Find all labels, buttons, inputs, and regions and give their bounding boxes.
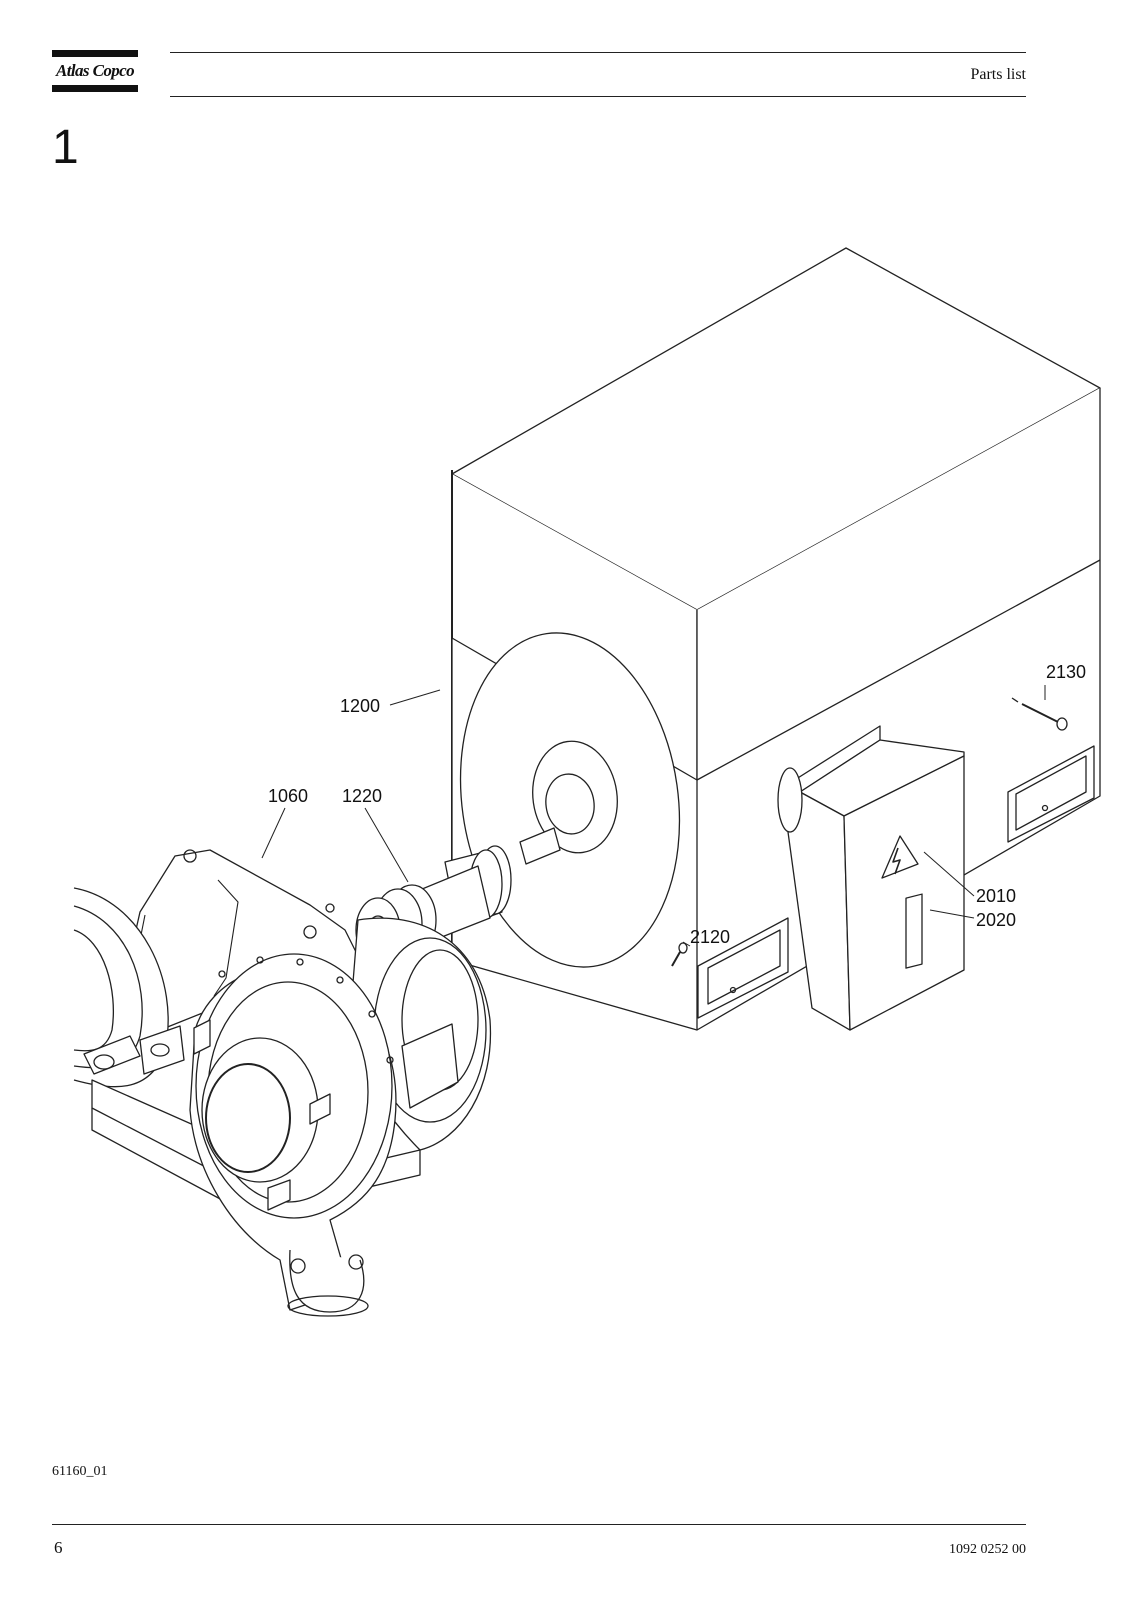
callout-2010: 2010	[976, 886, 1016, 906]
leader-lines	[261, 685, 1046, 947]
logo-bar-top	[52, 50, 138, 57]
document-number: 1092 0252 00	[949, 1542, 1026, 1557]
callout-1200: 1200	[340, 696, 380, 716]
header-title: Parts list	[970, 66, 1026, 83]
footer-rule	[52, 1524, 1026, 1525]
header-rule-bottom	[170, 96, 1026, 97]
callout-1060: 1060	[268, 786, 308, 806]
callout-2120: 2120	[690, 927, 730, 947]
discharge-flange	[83, 1025, 185, 1075]
exploded-view-drawing: 1200 1060 1220 2130 2010 2020 2120	[73, 247, 1101, 1317]
callout-2130: 2130	[1046, 662, 1086, 682]
screw-2120	[671, 942, 688, 967]
logo-wordmark: Atlas Copco	[56, 61, 135, 80]
volute-housing	[189, 953, 397, 1317]
callout-1220: 1220	[342, 786, 382, 806]
section-number: 1	[52, 121, 79, 174]
logo-bar-bottom	[52, 85, 138, 92]
screw-2130	[1011, 697, 1068, 731]
atlas-copco-logo: Atlas Copco	[52, 50, 138, 93]
motor-flange	[459, 632, 681, 968]
callout-2020: 2020	[976, 910, 1016, 930]
figure-id: 61160_01	[52, 1464, 108, 1479]
header-rule-top	[170, 52, 1026, 53]
page-number: 6	[54, 1538, 63, 1557]
terminal-box	[777, 725, 965, 1031]
